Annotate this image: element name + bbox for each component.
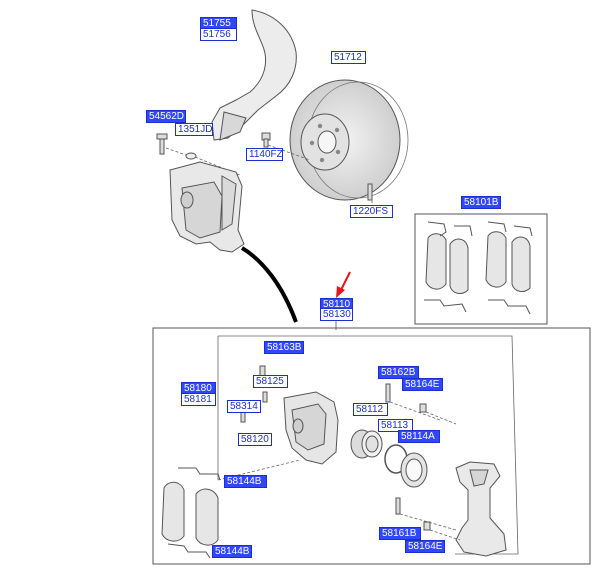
part-label-58125[interactable]: 58125 — [253, 375, 288, 388]
part-label-58120[interactable]: 58120 — [238, 433, 272, 446]
dust-shield-part — [211, 9, 297, 141]
piston-58112 — [350, 429, 383, 459]
part-label-58130[interactable]: 58130 — [320, 308, 353, 321]
part-label-58144b-bottom[interactable]: 58144B — [212, 545, 252, 558]
caliper-carrier — [455, 461, 507, 557]
part-label-58181[interactable]: 58181 — [181, 393, 216, 406]
part-label-58112[interactable]: 58112 — [353, 403, 388, 416]
part-label-1220fs[interactable]: 1220FS — [350, 205, 393, 218]
caliper-kit-box — [152, 327, 591, 565]
brake-pads-lower — [161, 467, 221, 559]
part-label-58161b[interactable]: 58161B — [379, 527, 421, 540]
indicator-curve — [240, 246, 298, 323]
bolt-54562d — [156, 133, 168, 155]
bolt-1140fz — [261, 132, 271, 148]
part-label-1351jd[interactable]: 1351JD — [175, 123, 213, 136]
part-label-58113[interactable]: 58113 — [378, 419, 413, 432]
part-label-58114a[interactable]: 58114A — [398, 430, 440, 443]
caliper-body-lower — [283, 391, 339, 465]
part-label-1140fz[interactable]: 1140FZ — [246, 148, 283, 161]
part-label-58101b[interactable]: 58101B — [461, 196, 501, 209]
red-arrow — [336, 271, 351, 298]
washer-1351jd — [185, 152, 197, 160]
part-label-54562d[interactable]: 54562D — [146, 110, 186, 123]
caliper-assembly-upper — [169, 161, 245, 253]
boot-58114a — [400, 452, 428, 488]
guide-lines-lower — [217, 401, 461, 541]
part-label-58164e-bottom[interactable]: 58164E — [405, 540, 445, 553]
part-label-58163b[interactable]: 58163B — [264, 341, 304, 354]
part-label-58164e-top[interactable]: 58164E — [402, 378, 443, 391]
brake-pad-set-58101b — [424, 221, 533, 315]
part-label-58144b-top[interactable]: 58144B — [224, 475, 267, 488]
part-label-51756[interactable]: 51756 — [200, 28, 237, 41]
brake-disc-part — [289, 79, 409, 201]
part-label-51712[interactable]: 51712 — [331, 51, 366, 64]
bolt-1220fs — [367, 183, 373, 201]
part-label-58162b[interactable]: 58162B — [378, 366, 419, 379]
part-label-58314[interactable]: 58314 — [227, 400, 261, 413]
